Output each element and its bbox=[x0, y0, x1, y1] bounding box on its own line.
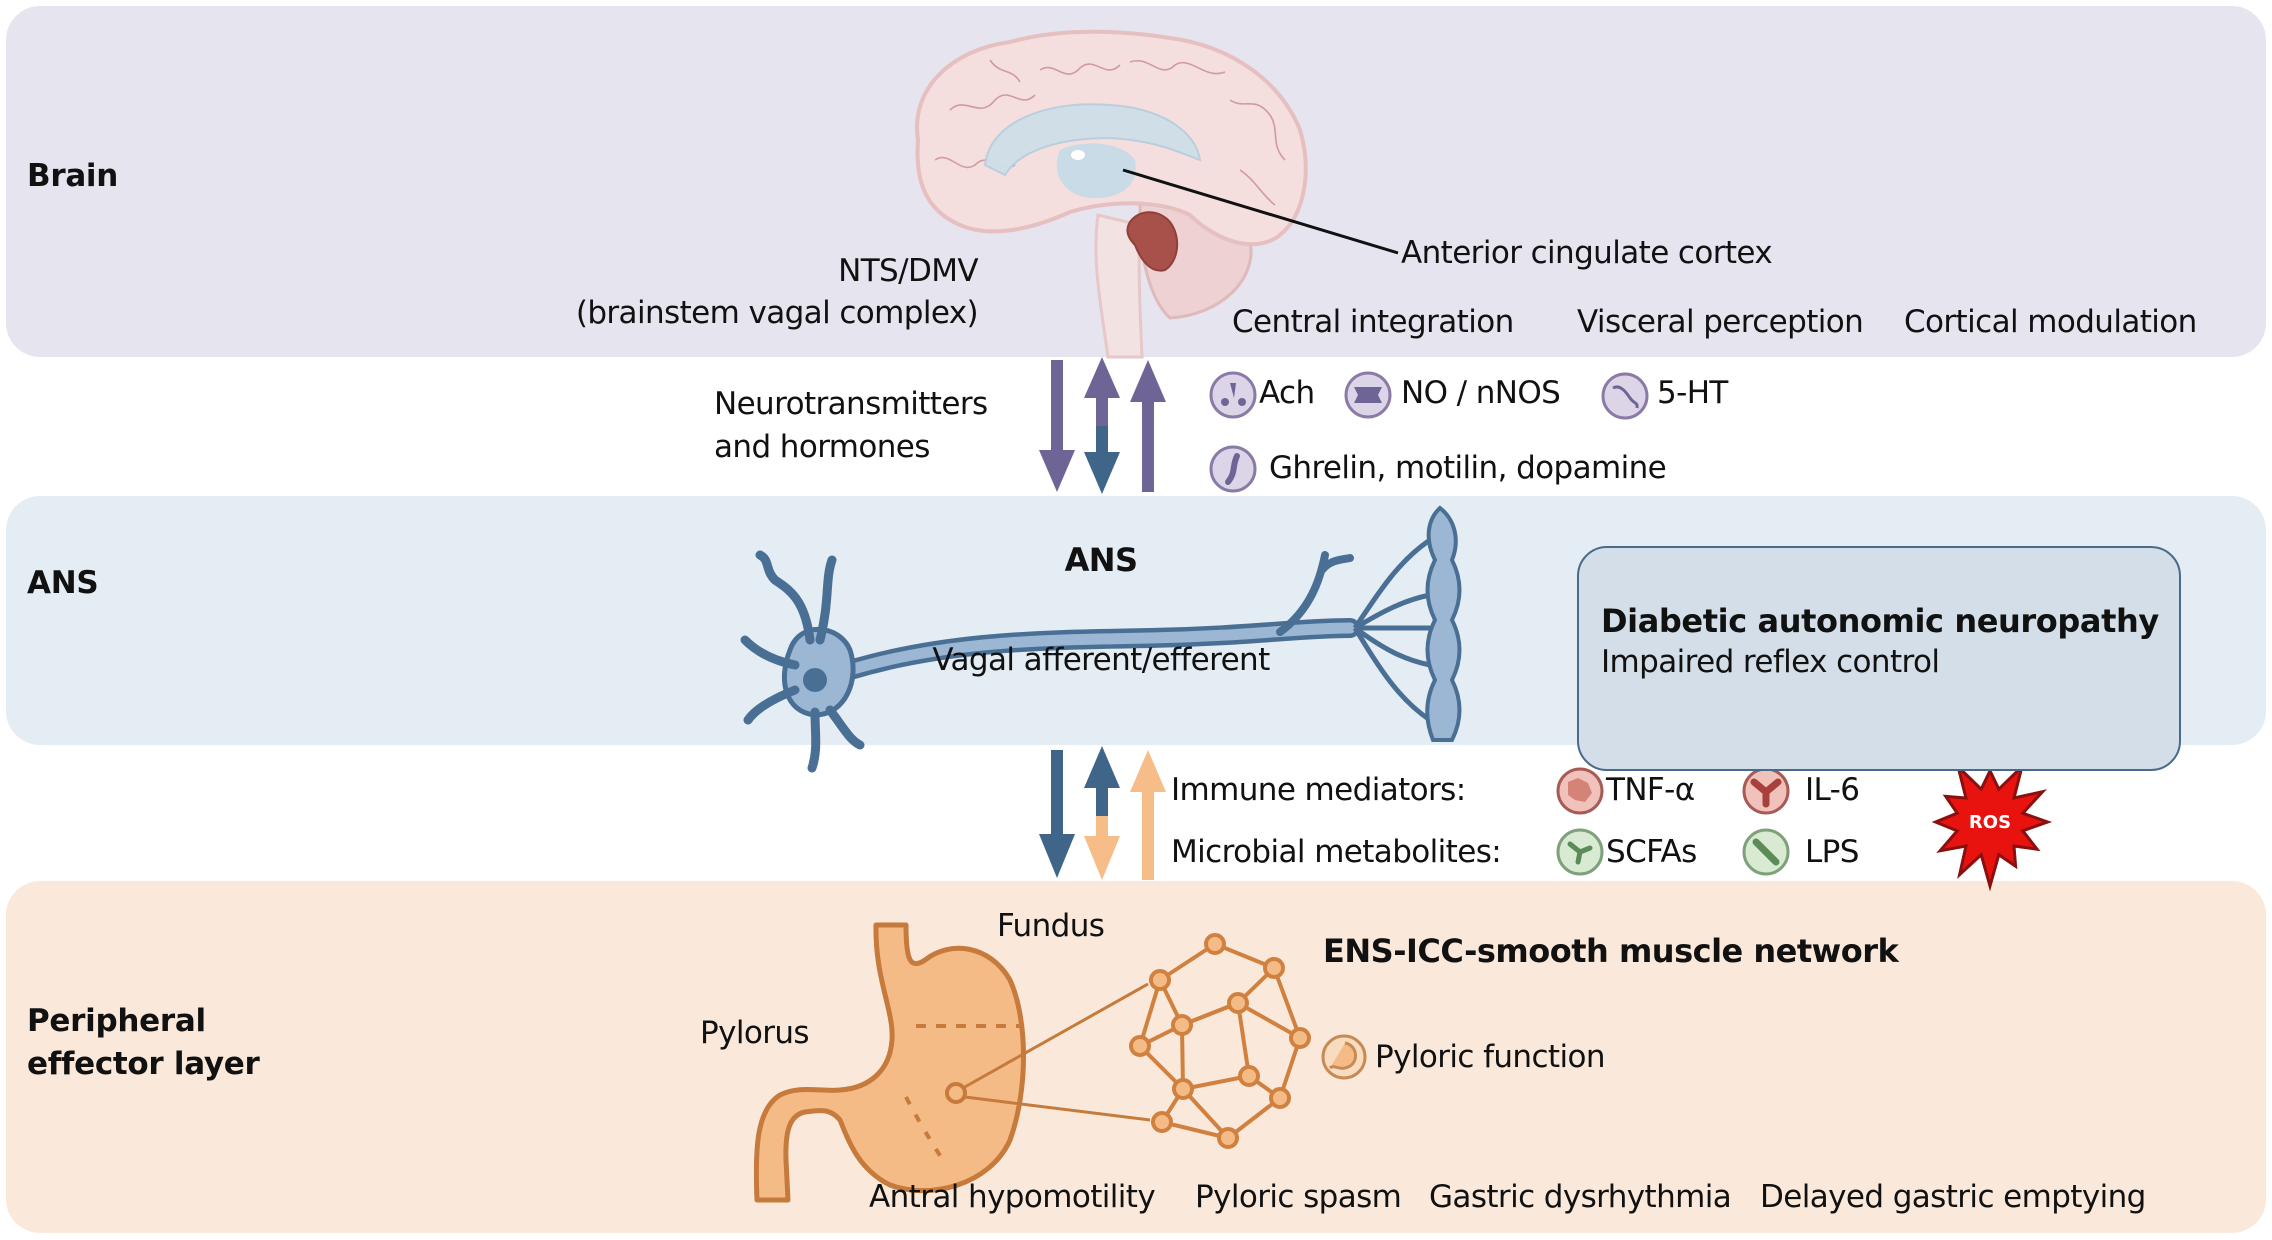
mediator-label-no-nnos: NO / nNOS bbox=[1401, 375, 1561, 411]
pylorus-label: Pylorus bbox=[700, 1015, 810, 1051]
network-node bbox=[1238, 1065, 1260, 1087]
mediator-label-5ht: 5-HT bbox=[1657, 375, 1728, 411]
ens-icc-network-illustration bbox=[1129, 933, 1311, 1149]
network-node bbox=[1171, 1014, 1193, 1036]
outcome-antral-hypomotility: Antral hypomotility bbox=[869, 1179, 1156, 1215]
network-edge bbox=[1181, 1087, 1230, 1140]
brain-illustration bbox=[914, 29, 1399, 359]
arrow-up-orange bbox=[1130, 750, 1166, 880]
peripheral-layer-panel bbox=[6, 881, 2266, 1233]
hormone-molecule-icon bbox=[1209, 445, 1257, 493]
network-node bbox=[1129, 1035, 1151, 1057]
pyloric-function-icon bbox=[1321, 1034, 1367, 1080]
corpus-callosum bbox=[983, 103, 1202, 177]
acc-label: Anterior cingulate cortex bbox=[1401, 235, 1773, 271]
mediator-label-ach: Ach bbox=[1259, 375, 1315, 411]
diabetic-neuropathy-title: Diabetic autonomic neuropathy bbox=[1601, 602, 2159, 640]
network-edge bbox=[1182, 1074, 1250, 1091]
fundus-label: Fundus bbox=[997, 908, 1105, 944]
nts-dmv-sublabel: (brainstem vagal complex) bbox=[575, 295, 979, 331]
immune-label-tnf-alpha: TNF-α bbox=[1606, 772, 1695, 808]
microbial-metabolites-label: Microbial metabolites: bbox=[1171, 834, 1502, 870]
immune-mediators-label: Immune mediators: bbox=[1171, 772, 1466, 808]
arrow-bidirectional-purple-blue bbox=[1084, 357, 1120, 494]
vagal-neuron-illustration bbox=[740, 505, 1462, 773]
layer-label-peripheral: Peripheral effector layer bbox=[27, 1000, 260, 1086]
mediator-icons-top bbox=[1209, 371, 1649, 493]
brainstem bbox=[1094, 213, 1144, 359]
network-node bbox=[1227, 992, 1249, 1014]
dendrites bbox=[740, 550, 865, 773]
diabetic-neuropathy-box: Diabetic autonomic neuropathy Impaired r… bbox=[1577, 546, 2181, 771]
network-node bbox=[1289, 1027, 1311, 1049]
immune-microbial-icons: ROS bbox=[1556, 761, 2053, 892]
no-nnos-molecule-icon bbox=[1344, 371, 1392, 419]
network-node bbox=[1149, 969, 1171, 991]
network-node bbox=[1269, 1087, 1291, 1109]
outcome-pyloric-spasm: Pyloric spasm bbox=[1195, 1179, 1402, 1215]
ans-subtitle: Vagal afferent/efferent bbox=[932, 642, 1270, 678]
network-edge bbox=[1237, 1001, 1301, 1040]
svg-text:ROS: ROS bbox=[1969, 812, 2011, 833]
serotonin-molecule-icon bbox=[1601, 372, 1649, 420]
arrow-up-purple bbox=[1130, 360, 1166, 492]
nts-dmv-label: NTS/DMV bbox=[838, 253, 978, 289]
layer-label-peripheral-line2: effector layer bbox=[27, 1045, 260, 1082]
brain-function-visceral-perception: Visceral perception bbox=[1577, 304, 1864, 340]
network-edge bbox=[1161, 1120, 1229, 1140]
ros-burst-icon: ROS bbox=[1931, 761, 2053, 892]
layer-label-peripheral-line1: Peripheral bbox=[27, 1003, 206, 1039]
lps-icon bbox=[1742, 828, 1790, 876]
ans-title: ANS bbox=[1064, 541, 1138, 579]
axon-terminals bbox=[1352, 537, 1435, 723]
ach-molecule-icon bbox=[1209, 371, 1257, 419]
stomach-focus-point bbox=[945, 1082, 967, 1104]
neurotransmitters-label-line1: Neurotransmitters bbox=[714, 386, 988, 422]
network-node bbox=[1263, 957, 1285, 979]
tnf-alpha-icon bbox=[1556, 767, 1604, 815]
il6-icon bbox=[1742, 767, 1790, 815]
microbial-label-lps: LPS bbox=[1805, 834, 1859, 870]
brain-ans-arrows bbox=[1039, 357, 1166, 494]
microbial-label-scfas: SCFAs bbox=[1606, 834, 1697, 870]
arrow-bidirectional-blue-orange bbox=[1084, 746, 1120, 880]
acc-leader-line bbox=[1122, 168, 1399, 255]
outcome-delayed-gastric-emptying: Delayed gastric emptying bbox=[1760, 1179, 2146, 1215]
network-edge bbox=[1138, 979, 1162, 1047]
brain-function-central-integration: Central integration bbox=[1232, 304, 1514, 340]
arrow-down-purple bbox=[1039, 360, 1075, 492]
scfa-icon bbox=[1556, 828, 1604, 876]
stomach-body bbox=[753, 922, 1026, 1203]
immune-label-il6: IL-6 bbox=[1805, 772, 1860, 808]
arrow-down-blue bbox=[1039, 750, 1075, 878]
network-node bbox=[1151, 1111, 1173, 1133]
outcome-gastric-dysrhythmia: Gastric dysrhythmia bbox=[1429, 1179, 1732, 1215]
axon-branch bbox=[1276, 551, 1354, 636]
mediator-label-hormones: Ghrelin, motilin, dopamine bbox=[1269, 450, 1667, 486]
ens-icc-network-title: ENS-ICC-smooth muscle network bbox=[1323, 932, 1899, 970]
neurotransmitters-label-line2: and hormones bbox=[714, 429, 930, 465]
network-node bbox=[1217, 1127, 1239, 1149]
muscle-fiber bbox=[1425, 505, 1462, 742]
stomach-illustration bbox=[753, 922, 1151, 1203]
diabetic-neuropathy-subtitle: Impaired reflex control bbox=[1601, 644, 1940, 680]
brainstem-nucleus bbox=[1126, 211, 1179, 272]
network-edge bbox=[1272, 967, 1302, 1039]
ans-peripheral-arrows bbox=[1039, 746, 1166, 880]
network-edge bbox=[1236, 1002, 1251, 1077]
brain-function-cortical-modulation: Cortical modulation bbox=[1904, 304, 2197, 340]
network-node bbox=[1204, 933, 1226, 955]
layer-label-brain: Brain bbox=[27, 158, 119, 194]
pyloric-function-label: Pyloric function bbox=[1375, 1039, 1606, 1075]
layer-label-ans: ANS bbox=[27, 565, 99, 601]
network-node bbox=[1172, 1078, 1194, 1100]
